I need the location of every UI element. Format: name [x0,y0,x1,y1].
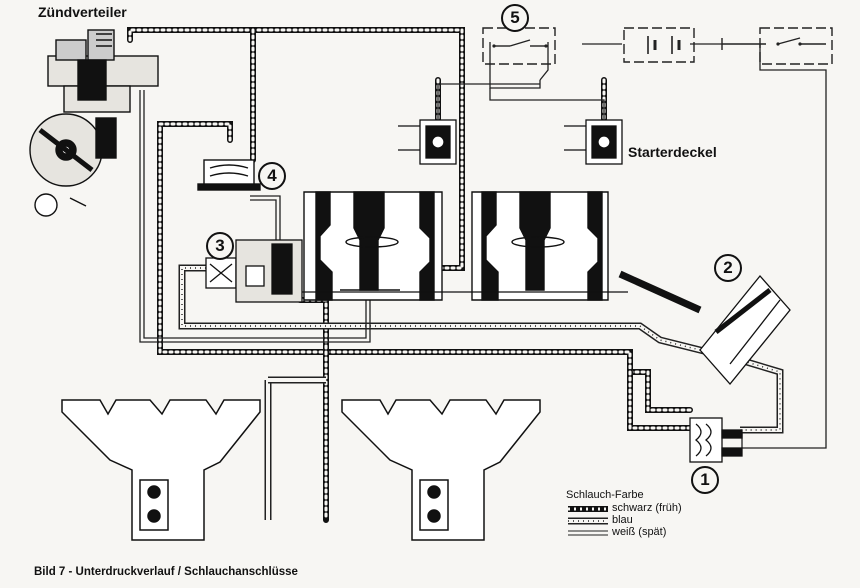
hose-black-to-1 [627,369,693,431]
vacuum-unit-4 [197,159,261,191]
hose-black-under-carbs [297,297,329,523]
component-number-4: 4 [258,162,286,190]
distributor-icon [29,29,159,217]
brake-booster-icon [618,270,791,386]
legend-title: Schlauch-Farbe [566,489,644,501]
valve-3 [205,239,303,303]
starter-cover-right [564,119,623,165]
hose-white-1 [139,90,371,343]
legend-label-blue: blau [612,514,633,526]
component-number-3: 3 [206,232,234,260]
carburetor-left [303,191,443,301]
legend-label-black: schwarz (früh) [612,502,682,514]
vacuum-switch-1 [689,417,743,463]
component-number-2: 2 [714,254,742,282]
intake-manifold-left [61,399,261,541]
battery-icon [623,27,695,63]
component-number-1: 1 [691,466,719,494]
relay-5 [482,27,556,65]
legend-label-white: weiß (spät) [612,526,667,538]
legend-samples [568,506,608,536]
carburetor-right [471,191,609,301]
label-zuendverteiler: Zündverteiler [38,4,127,20]
hose-white-2 [250,195,281,245]
label-starterdeckel: Starterdeckel [628,144,717,160]
figure-caption: Bild 7 - Unterdruckverlauf / Schlauchans… [34,566,298,578]
hose-white-group [139,90,371,343]
starter-cover-left [398,119,457,165]
switch-icon [721,27,833,65]
component-number-5: 5 [501,4,529,32]
intake-manifold-right [341,399,541,541]
